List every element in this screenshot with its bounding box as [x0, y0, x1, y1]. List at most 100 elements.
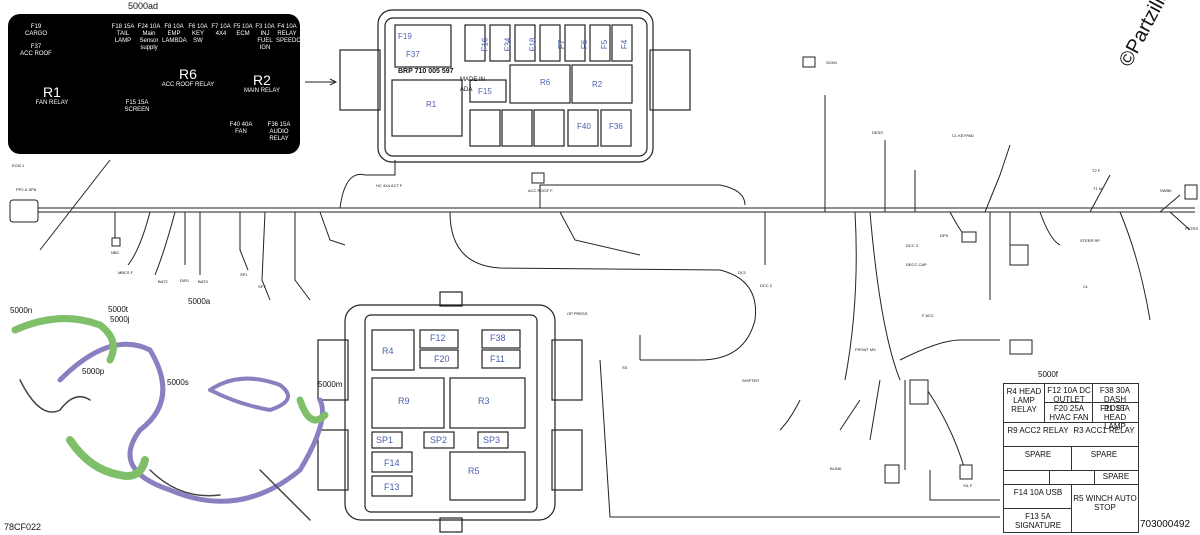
conn-ss: SS: [622, 365, 628, 370]
conn-dps: DPS: [940, 233, 949, 238]
top-box-f36: F36: [609, 122, 623, 131]
bottom-box-f20: F20: [434, 354, 450, 364]
legend-f14: F14 10A USB: [1013, 488, 1063, 497]
legend-f20: F20 25A HVAC FAN: [1049, 404, 1089, 422]
callout-5000n: 5000n: [10, 306, 33, 315]
conn-dcc2: DCC 2: [760, 283, 773, 288]
conn-decc-cap: DECC CAP: [906, 262, 927, 267]
conn-bat3: BAT3: [198, 279, 208, 284]
top-box-f4: F4: [620, 39, 630, 50]
bottom-box-r5: R5: [468, 466, 480, 476]
callout-5000t: 5000t: [108, 305, 129, 314]
legend-r3: R3 ACC1 RELAY: [1073, 426, 1135, 435]
top-box-f16: F16: [480, 37, 490, 52]
legend-f38: F38 30A DASH POST: [1099, 386, 1131, 413]
harness-render-violet: [57, 341, 325, 504]
legend-sp2: SPARE: [1090, 450, 1118, 459]
legend-sp3: SPARE: [1102, 472, 1130, 481]
conn-hc4x4: HC 4X4 ACT F: [376, 183, 403, 188]
bottom-box-sp1: SP1: [376, 435, 394, 445]
legend-r4: R4 HEAD LAMP RELAY: [1006, 387, 1042, 414]
bottom-box-r9: R9: [398, 396, 410, 406]
top-box-made-in: MADE IN: [460, 77, 486, 83]
callout-5000s: 5000s: [167, 378, 189, 387]
conn-dc1: DC1: [738, 270, 747, 275]
callout-5000p: 5000p: [82, 367, 105, 376]
legend-f11: F11 15A HEAD LAMP: [1100, 404, 1130, 431]
legend-r5: R5 WINCH AUTO STOP: [1073, 494, 1137, 512]
relay-r2: R2 MAIN RELAY: [244, 72, 280, 94]
callout-5000j: 5000j: [110, 315, 130, 324]
conn-cl-keypad: CL KEYPAD: [952, 133, 975, 138]
conn-t2f: T2 F: [1092, 168, 1101, 173]
conn-op-press: OP PRESS: [567, 311, 588, 316]
callout-top: 5000ad: [128, 1, 159, 11]
bottom-box-f11: F11: [490, 354, 505, 364]
top-box-r6: R6: [540, 78, 551, 87]
top-box-f19: F19: [398, 32, 412, 41]
top-box-r1: R1: [426, 100, 437, 109]
top-box-f7: F7: [557, 39, 567, 50]
bottom-box-sp3: SP3: [483, 435, 501, 445]
conn-sil-f: SIL F: [963, 483, 973, 488]
top-box-f37: F37: [406, 50, 420, 59]
conn-steer-rp: STEER RP: [1080, 238, 1101, 243]
callout-legend: 5000f: [1038, 370, 1059, 379]
conn-cl: CL: [1083, 284, 1089, 289]
legend-sp1: SPARE: [1024, 450, 1052, 459]
bottom-box-f38: F38: [490, 333, 506, 343]
callout-5000m: 5000m: [318, 380, 343, 389]
ref-right: 703000492: [1140, 519, 1191, 530]
bottom-box-f12: F12: [430, 333, 446, 343]
top-box-r2: R2: [592, 80, 603, 89]
fusebox-feed: [339, 160, 396, 209]
conn-shifter: SHIFTER: [742, 378, 760, 383]
fuse-legend-table: R4 HEAD LAMP RELAY F12 10A DC OUTLET F38…: [1003, 383, 1139, 533]
ref-left: 78CF022: [4, 522, 42, 532]
top-box-part-no: BRP 710 005 597: [398, 68, 454, 75]
top-box-f18: F18: [528, 37, 538, 52]
conn-dir1: DIR1: [180, 278, 190, 283]
bottom-box-sp2: SP2: [430, 435, 448, 445]
conn-scm1: SCM1: [826, 60, 838, 65]
bottom-fusebox-shell: [344, 304, 556, 521]
bottom-box-r4: R4: [382, 346, 394, 356]
conn-bat2: BAT2: [158, 279, 168, 284]
conn-swbk: SWBK: [1160, 188, 1172, 193]
conn-pp2-sp8: PP2 & SP8: [16, 187, 37, 192]
conn-sp7: SP7: [258, 284, 266, 289]
conn-t1m: T1 M: [1093, 186, 1103, 191]
conn-front-mx: FRONT MX: [855, 347, 876, 352]
bottom-box-f13: F13: [384, 482, 400, 492]
conn-dcc3: DCC 3: [906, 243, 919, 248]
relay-r1: R1 FAN RELAY: [35, 84, 69, 106]
legend-f13: F13 5A SIGNATURE: [1014, 512, 1062, 530]
conn-ecm1: ECM 1: [12, 163, 25, 168]
conn-mbcs-f: MBCS F: [118, 270, 134, 275]
top-fusebox-shell: [377, 9, 654, 163]
top-box-f40: F40: [577, 122, 591, 131]
top-box-f5: F5: [600, 39, 610, 50]
top-box-ada: ADA: [460, 87, 473, 93]
conn-hmi: PFTRS: [1185, 226, 1199, 231]
top-box-f15: F15: [478, 87, 492, 96]
conn-blink: BLINK: [830, 466, 842, 471]
callout-5000a: 5000a: [188, 297, 211, 306]
legend-f12: F12 10A DC OUTLET: [1047, 386, 1091, 404]
